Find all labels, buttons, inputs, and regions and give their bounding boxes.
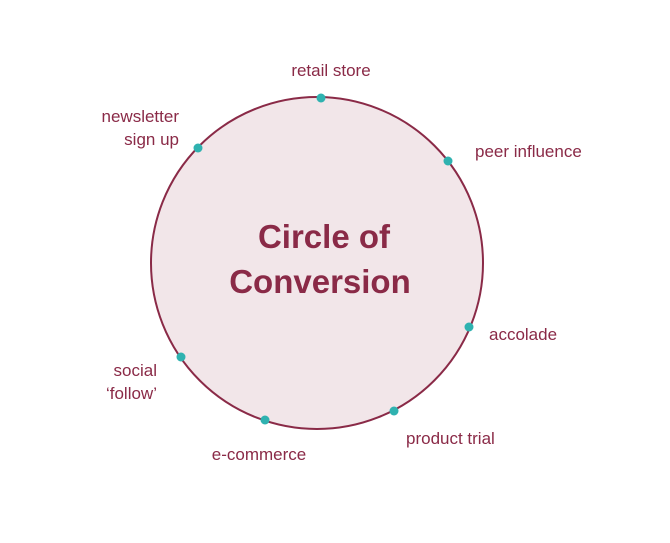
retail-store-label: retail store [291,61,370,80]
newsletter-sign-up-label-line: newsletter [102,107,180,126]
newsletter-sign-up-dot [193,143,203,153]
newsletter-sign-up-label: newsletter sign up [102,107,180,149]
retail-store-label-line: retail store [291,61,370,80]
peer-influence-label-line: peer influence [475,142,582,161]
nodes-layer: retail store peer influence accolade produc… [102,61,582,464]
social-follow-label-line: social [114,361,157,380]
diagram-title-line-2: Conversion [229,263,411,300]
diagram-title-line-1: Circle of [258,218,391,255]
accolade-label: accolade [489,325,557,344]
social-follow-label: social ‘follow’ [106,361,157,403]
e-commerce-label-line: e-commerce [212,445,306,464]
product-trial-label: product trial [406,429,495,448]
newsletter-sign-up-label-line: sign up [124,130,179,149]
e-commerce-label: e-commerce [212,445,306,464]
peer-influence-label: peer influence [475,142,582,161]
social-follow-dot [176,352,186,362]
peer-influence-dot [443,156,453,166]
product-trial-dot [389,406,399,416]
product-trial-label-line: product trial [406,429,495,448]
social-follow-label-line: ‘follow’ [106,384,157,403]
accolade-dot [464,322,474,332]
accolade-label-line: accolade [489,325,557,344]
retail-store-dot [316,93,326,103]
e-commerce-dot [260,415,270,425]
